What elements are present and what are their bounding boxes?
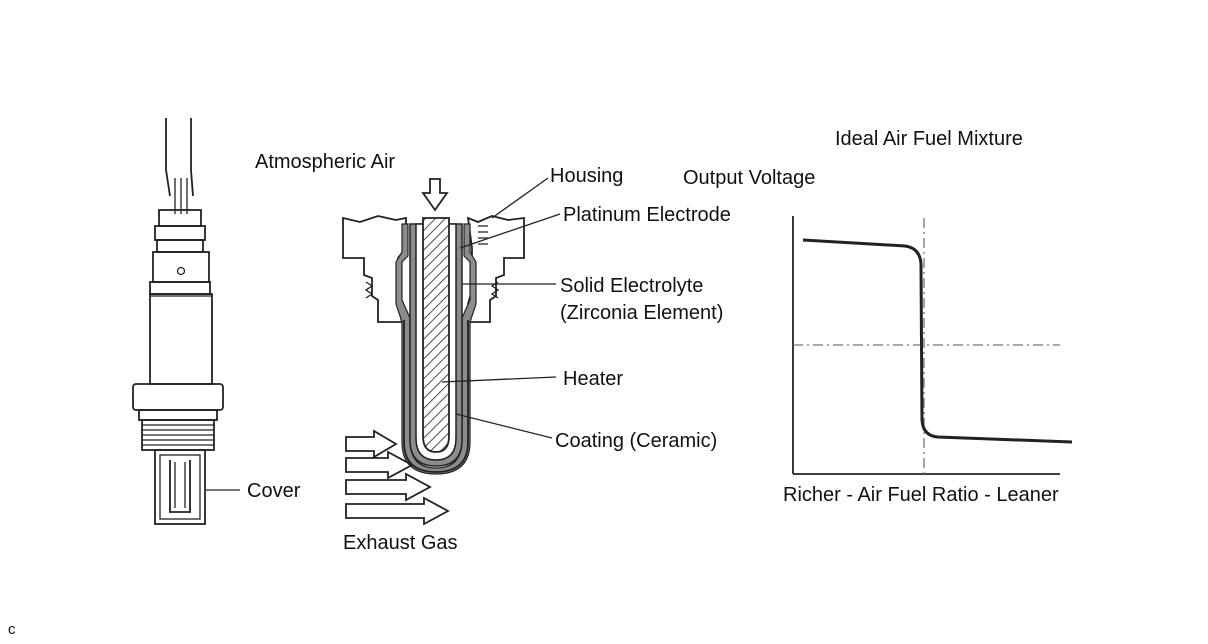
atmospheric-air-arrow	[421, 178, 449, 212]
sensor-cable	[165, 118, 194, 214]
label-platinum-electrode: Platinum Electrode	[563, 204, 731, 226]
sensor-cross-section	[342, 178, 525, 526]
corner-mark: c	[8, 621, 16, 638]
ceramic-coating	[403, 320, 469, 473]
label-heater: Heater	[563, 368, 623, 390]
housing-right	[466, 215, 525, 323]
label-solid-electrolyte: Solid Electrolyte	[560, 275, 703, 297]
leader-lines	[206, 177, 561, 491]
label-coating: Coating (Ceramic)	[555, 430, 717, 452]
label-housing: Housing	[550, 165, 623, 187]
output-voltage-graph	[792, 216, 1073, 475]
graph-title: Ideal Air Fuel Mixture	[835, 128, 1023, 150]
sensor-cover	[154, 449, 206, 525]
voltage-curve	[802, 238, 1073, 444]
label-atmospheric-air: Atmospheric Air	[255, 151, 395, 173]
heater-rod	[422, 217, 450, 453]
exhaust-gas-arrows	[345, 429, 450, 526]
label-zirconia-element: (Zirconia Element)	[560, 302, 723, 324]
label-cover: Cover	[247, 480, 301, 502]
sensor-hex-nut	[132, 383, 224, 421]
sensor-external-view	[132, 118, 224, 525]
graph-x-label: Richer - Air Fuel Ratio - Leaner	[783, 484, 1059, 506]
sensor-grommet	[149, 209, 211, 295]
sensor-thread	[141, 419, 215, 451]
label-exhaust-gas: Exhaust Gas	[343, 532, 458, 554]
graph-y-label: Output Voltage	[683, 167, 815, 189]
sensor-shell	[149, 293, 213, 385]
